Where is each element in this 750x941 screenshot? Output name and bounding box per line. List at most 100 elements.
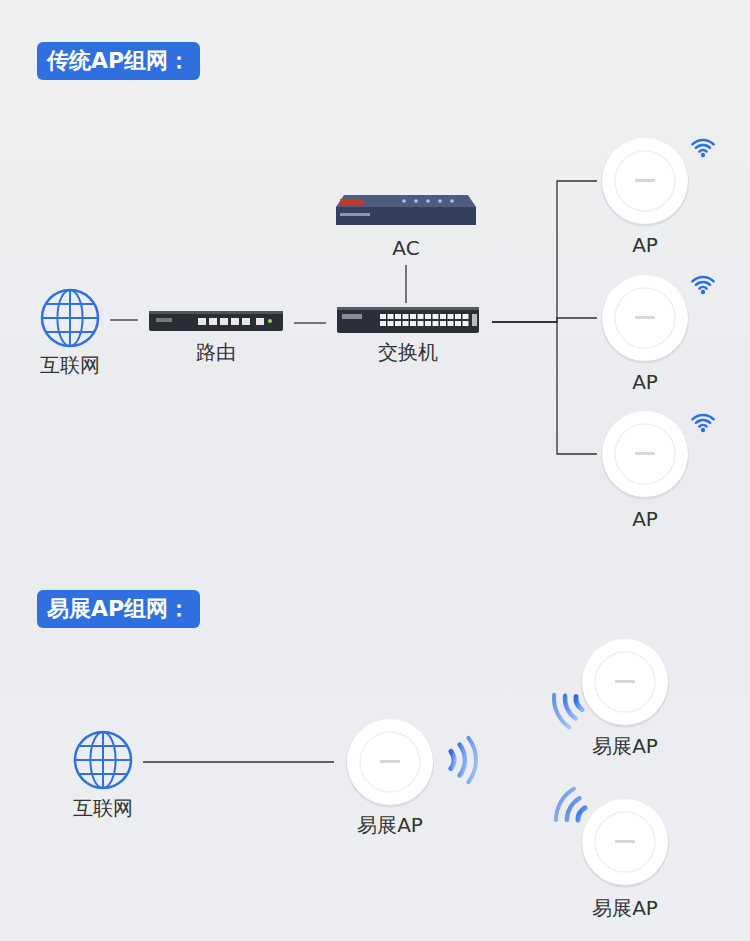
icon-part	[402, 199, 406, 203]
icon-part	[149, 311, 283, 331]
wireless-wave	[554, 695, 569, 728]
wireless-wave	[578, 808, 585, 820]
network-cable	[110, 319, 138, 320]
ac-icon	[334, 193, 478, 229]
icon-part	[615, 151, 675, 211]
device-label: 路由	[196, 339, 236, 365]
icon-part	[336, 207, 476, 225]
icon-part	[440, 321, 446, 326]
wireless-wave	[468, 738, 476, 782]
device-label: AP	[632, 369, 658, 395]
globe-icon	[73, 730, 133, 790]
section-badge: 传统AP组网：	[37, 42, 200, 80]
icon-part	[337, 307, 479, 333]
wireless-wave	[451, 751, 454, 768]
icon-part	[448, 321, 454, 326]
icon-part	[635, 316, 655, 319]
ap-icon	[599, 408, 691, 500]
icon-part	[615, 288, 675, 348]
device-label: 易展AP	[592, 733, 658, 759]
network-cable	[492, 181, 597, 322]
ap-icon	[579, 636, 671, 728]
icon-part	[463, 314, 469, 319]
icon-part	[75, 759, 131, 761]
icon-part	[403, 321, 409, 326]
wifi-icon	[696, 282, 710, 285]
icon-part	[340, 199, 364, 205]
icon-part	[602, 275, 688, 361]
icon-part	[410, 314, 416, 319]
icon-part	[42, 290, 98, 346]
icon-part	[149, 311, 283, 314]
icon-part	[455, 321, 461, 326]
wifi-icon	[696, 145, 710, 148]
icon-part	[342, 314, 362, 319]
ap-icon	[579, 796, 671, 888]
icon-part	[79, 746, 128, 774]
icon-part	[581, 800, 669, 888]
wifi-icon	[701, 290, 705, 294]
icon-part	[582, 639, 668, 725]
icon-part	[388, 314, 394, 319]
icon-part	[438, 199, 442, 203]
device-node: 易展AP	[340, 716, 440, 838]
icon-part	[337, 307, 479, 310]
wifi-icon	[699, 425, 706, 426]
ap-icon	[599, 272, 691, 364]
device-label: 易展AP	[592, 895, 658, 921]
icon-part	[388, 321, 394, 326]
ap-icon	[344, 716, 436, 808]
icon-part	[433, 314, 439, 319]
device-label: 互联网	[73, 795, 133, 821]
icon-part	[268, 319, 272, 323]
network-cable	[294, 322, 326, 323]
wireless-wave	[567, 798, 580, 820]
network-cable	[405, 265, 406, 303]
wireless-wave	[565, 696, 576, 719]
icon-part	[595, 652, 655, 712]
section-badge: 易展AP组网：	[37, 590, 200, 628]
icon-part	[340, 213, 370, 216]
icon-part	[198, 318, 206, 325]
globe-icon	[40, 288, 100, 348]
icon-part	[601, 412, 689, 500]
icon-part	[380, 314, 386, 319]
icon-part	[380, 321, 386, 326]
wifi-icon	[701, 153, 705, 157]
icon-part	[410, 321, 416, 326]
icon-part	[455, 314, 461, 319]
icon-part	[220, 318, 228, 325]
icon-part	[156, 318, 172, 322]
icon-part	[418, 314, 424, 319]
device-label: AP	[632, 506, 658, 532]
switch-icon	[336, 305, 480, 335]
wifi-icon	[692, 277, 713, 281]
icon-part	[602, 411, 688, 497]
icon-part	[231, 318, 239, 325]
device-node: AC	[330, 193, 482, 261]
wireless-wave	[556, 789, 574, 820]
icon-part	[403, 314, 409, 319]
network-cable	[492, 322, 597, 454]
icon-part	[635, 179, 655, 182]
icon-part	[602, 138, 688, 224]
device-node: 易展AP	[575, 636, 675, 759]
signal-icons	[451, 140, 714, 820]
icon-part	[414, 199, 418, 203]
section-title: 传统AP组网：	[47, 46, 190, 76]
router-icon	[148, 308, 284, 334]
icon-part	[595, 812, 655, 872]
icon-part	[450, 199, 454, 203]
icon-part	[395, 321, 401, 326]
wireless-wave	[460, 745, 465, 776]
device-node: 路由	[144, 308, 288, 365]
device-node: AP	[595, 135, 695, 258]
icon-part	[347, 719, 433, 805]
device-label: AC	[392, 235, 419, 261]
icon-part	[472, 314, 477, 326]
icon-part	[425, 314, 431, 319]
icon-part	[581, 640, 669, 728]
wifi-icon	[692, 140, 713, 144]
icon-part	[601, 276, 689, 364]
